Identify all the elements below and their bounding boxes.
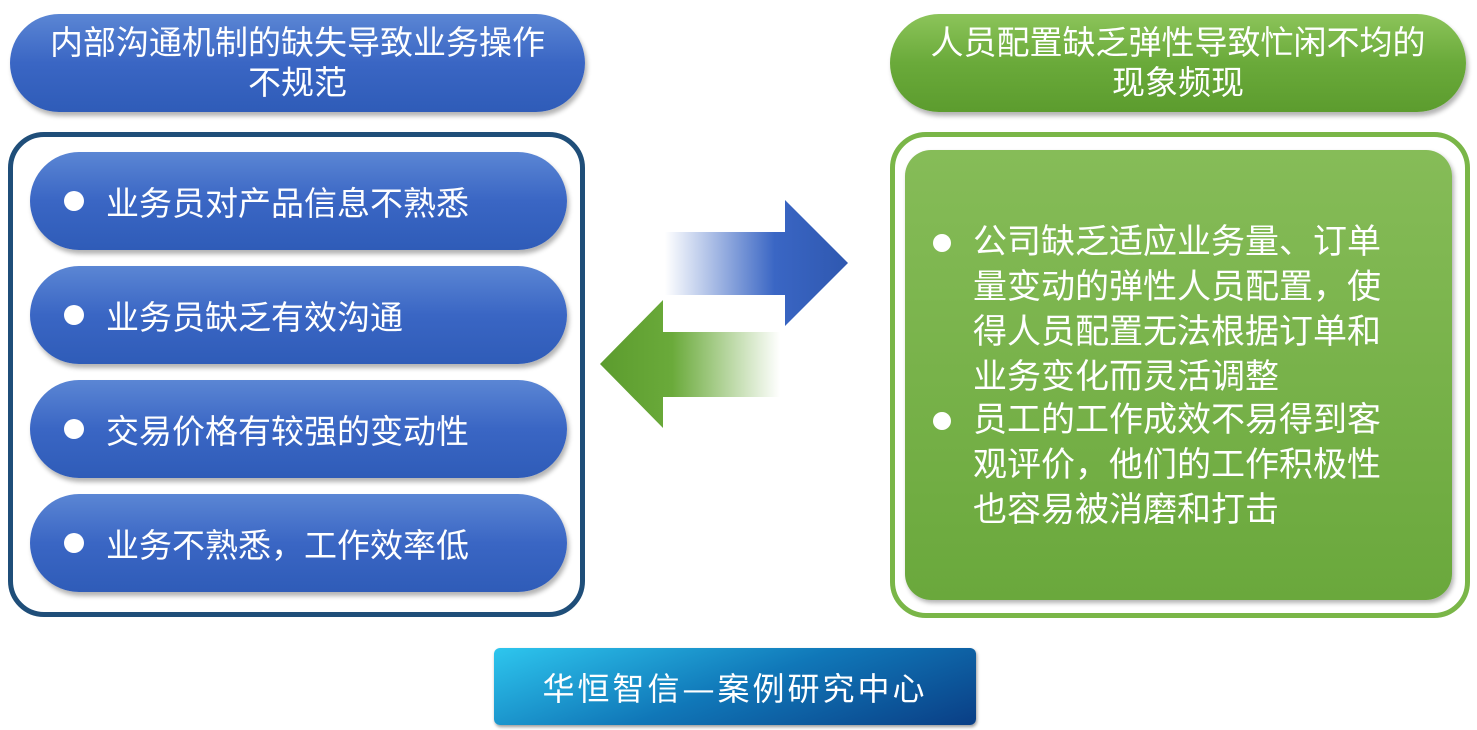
left-item: 业务不熟悉，工作效率低 — [30, 494, 567, 592]
left-panel — [8, 132, 585, 617]
bullet-text: 公司缺乏适应业务量、订单量变动的弹性人员配置，使得人员配置无法根据订单和业务变化… — [973, 222, 1381, 397]
right-bullet: 员工的工作成效不易得到客观评价，他们的工作积极性也容易被消磨和打击 — [933, 398, 1393, 533]
bullet-icon — [64, 305, 84, 325]
bullet-icon — [64, 191, 84, 211]
left-header-text: 内部沟通机制的缺失导致业务操作不规范 — [50, 23, 545, 102]
right-bullet: 公司缺乏适应业务量、订单量变动的弹性人员配置，使得人员配置无法根据订单和业务变化… — [933, 220, 1393, 400]
item-text: 业务员缺乏有效沟通 — [106, 298, 403, 337]
arrow-right-icon — [665, 200, 848, 326]
left-item: 业务员对产品信息不熟悉 — [30, 152, 567, 250]
right-panel — [890, 132, 1470, 618]
footer-banner: 华恒智信—案例研究中心 — [494, 648, 976, 725]
left-item: 交易价格有较强的变动性 — [30, 380, 567, 478]
right-header-text: 人员配置缺乏弹性导致忙闲不均的现象频现 — [930, 23, 1426, 102]
item-text: 业务不熟悉，工作效率低 — [106, 526, 469, 565]
arrow-left-icon — [600, 300, 780, 428]
item-text: 交易价格有较强的变动性 — [106, 412, 469, 451]
item-text: 业务员对产品信息不熟悉 — [106, 184, 469, 223]
right-content: 公司缺乏适应业务量、订单量变动的弹性人员配置，使得人员配置无法根据订单和业务变化… — [905, 150, 1452, 600]
footer-text: 华恒智信—案例研究中心 — [542, 669, 928, 708]
bullet-icon — [933, 412, 951, 430]
left-header: 内部沟通机制的缺失导致业务操作不规范 — [10, 14, 585, 112]
right-header: 人员配置缺乏弹性导致忙闲不均的现象频现 — [890, 14, 1466, 112]
left-item: 业务员缺乏有效沟通 — [30, 266, 567, 364]
bullet-icon — [933, 234, 951, 252]
bullet-icon — [64, 419, 84, 439]
bullet-text: 员工的工作成效不易得到客观评价，他们的工作积极性也容易被消磨和打击 — [973, 400, 1381, 530]
bullet-icon — [64, 533, 84, 553]
